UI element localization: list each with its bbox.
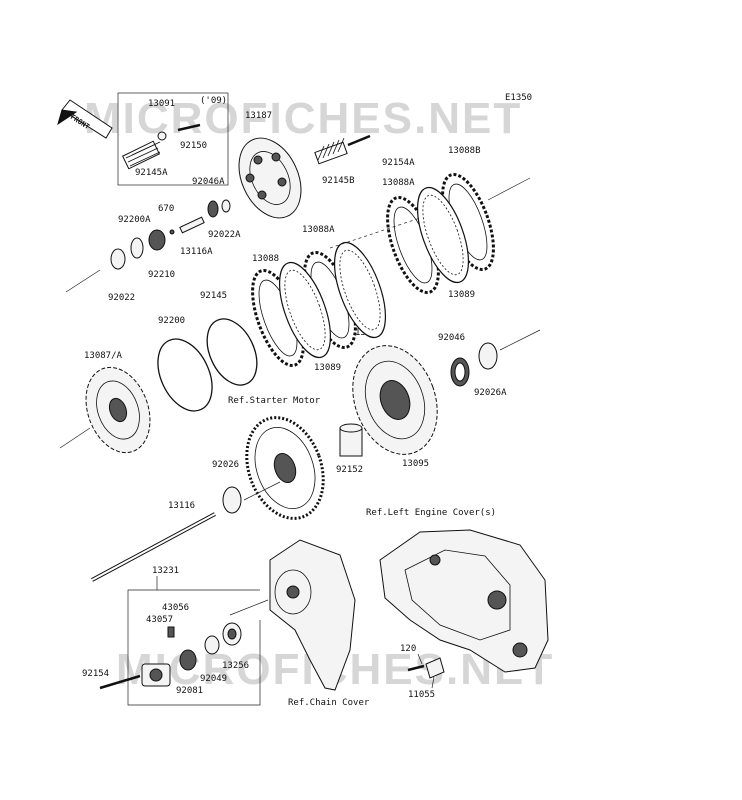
steel-plate-13089-right-icon (416, 186, 470, 284)
label-92026: 92026 (212, 460, 239, 470)
washer-92026-icon (222, 486, 242, 514)
oring-92200-icon (157, 338, 213, 412)
bracket-11055-icon (425, 657, 445, 679)
label-92022: 92022 (108, 293, 135, 303)
label-92145B: 92145B (322, 176, 355, 186)
chain-cover-icon (269, 539, 356, 691)
ref-chain-cover: Ref.Chain Cover (288, 698, 370, 708)
collar-icon (157, 131, 167, 141)
label-13088: 13088 (252, 254, 279, 264)
label-92022A: 92022A (208, 230, 241, 240)
bolt-120-icon (407, 664, 425, 672)
bearing-92046A-icon (207, 200, 219, 218)
label-13116A: 13116A (180, 247, 213, 257)
label-92154: 92154 (82, 669, 109, 679)
sleeve-92152-icon (339, 423, 363, 457)
bolt-icon (177, 123, 201, 132)
bolt-92154A-icon (347, 134, 371, 147)
label-13088A-upper: 13088A (382, 178, 415, 188)
label-92145A: 92145A (135, 168, 168, 178)
label-92145: 92145 (200, 291, 227, 301)
label-92200: 92200 (158, 316, 185, 326)
label-13091: 13091 (148, 99, 175, 109)
label-92210: 92210 (148, 270, 175, 280)
ball-670-icon (169, 229, 175, 235)
clutch-housing-13095-icon (352, 345, 438, 455)
label-13187: 13187 (245, 111, 272, 121)
label-92150: 92150 (180, 141, 207, 151)
label-92081: 92081 (176, 686, 203, 696)
oring-92200A-icon (130, 237, 144, 259)
label-43057: 43057 (146, 615, 173, 625)
steel-plate-13089-left-icon (278, 261, 332, 359)
diagram-code: E1350 (505, 93, 532, 103)
label-43056: 43056 (162, 603, 189, 613)
label-13088A-lower: 13088A (302, 225, 335, 235)
bearing-13256-icon (222, 622, 242, 646)
label-92154A: 92154A (382, 158, 415, 168)
label-year-note: ('09) (200, 96, 227, 106)
label-13087A: 13087/A (84, 351, 123, 361)
label-13088B: 13088B (448, 146, 481, 156)
label-13231: 13231 (152, 566, 179, 576)
spring-icon (314, 137, 348, 165)
washer-92026A-icon (478, 342, 498, 370)
nut-92210-icon (148, 229, 166, 251)
label-13089-left: 13089 (314, 363, 341, 373)
washer-92022A-icon (221, 199, 231, 213)
pressure-plate-icon (238, 137, 302, 219)
ref-starter-motor: Ref.Starter Motor (228, 396, 321, 406)
needle-bearing-92046-icon (450, 357, 470, 387)
piston-92081-icon (179, 649, 197, 671)
label-670: 670 (158, 204, 174, 214)
steel-plate-13089-mid-icon (333, 241, 387, 339)
washer-92022-icon (110, 248, 126, 270)
label-92049: 92049 (200, 674, 227, 684)
release-cylinder-icon (141, 663, 171, 687)
label-92200A: 92200A (118, 215, 151, 225)
pin-43057-icon (167, 626, 175, 638)
label-11055: 11055 (408, 690, 435, 700)
label-120: 120 (400, 644, 416, 654)
starter-gear-icon (245, 416, 325, 520)
ref-left-engine-cover: Ref.Left Engine Cover(s) (366, 508, 496, 518)
label-92152: 92152 (336, 465, 363, 475)
left-engine-cover-icon (379, 529, 549, 673)
pushrod-13116A-icon (179, 216, 205, 234)
bolt-92154-icon (99, 674, 141, 690)
label-13089-right: 13089 (448, 290, 475, 300)
label-92046: 92046 (438, 333, 465, 343)
label-92026A: 92026A (474, 388, 507, 398)
inset-box-bottom (127, 589, 261, 706)
label-13116: 13116 (168, 501, 195, 511)
inset-box-top (117, 92, 229, 186)
oring-92145-icon (206, 318, 258, 386)
label-13256: 13256 (222, 661, 249, 671)
seal-92049-icon (204, 635, 220, 655)
watermark-top: MICROFICHES.NET (84, 94, 522, 143)
sprocket-13087-icon (85, 366, 151, 454)
label-13095: 13095 (402, 459, 429, 469)
label-92046A: 92046A (192, 177, 225, 187)
small-spring-icon (121, 140, 161, 170)
